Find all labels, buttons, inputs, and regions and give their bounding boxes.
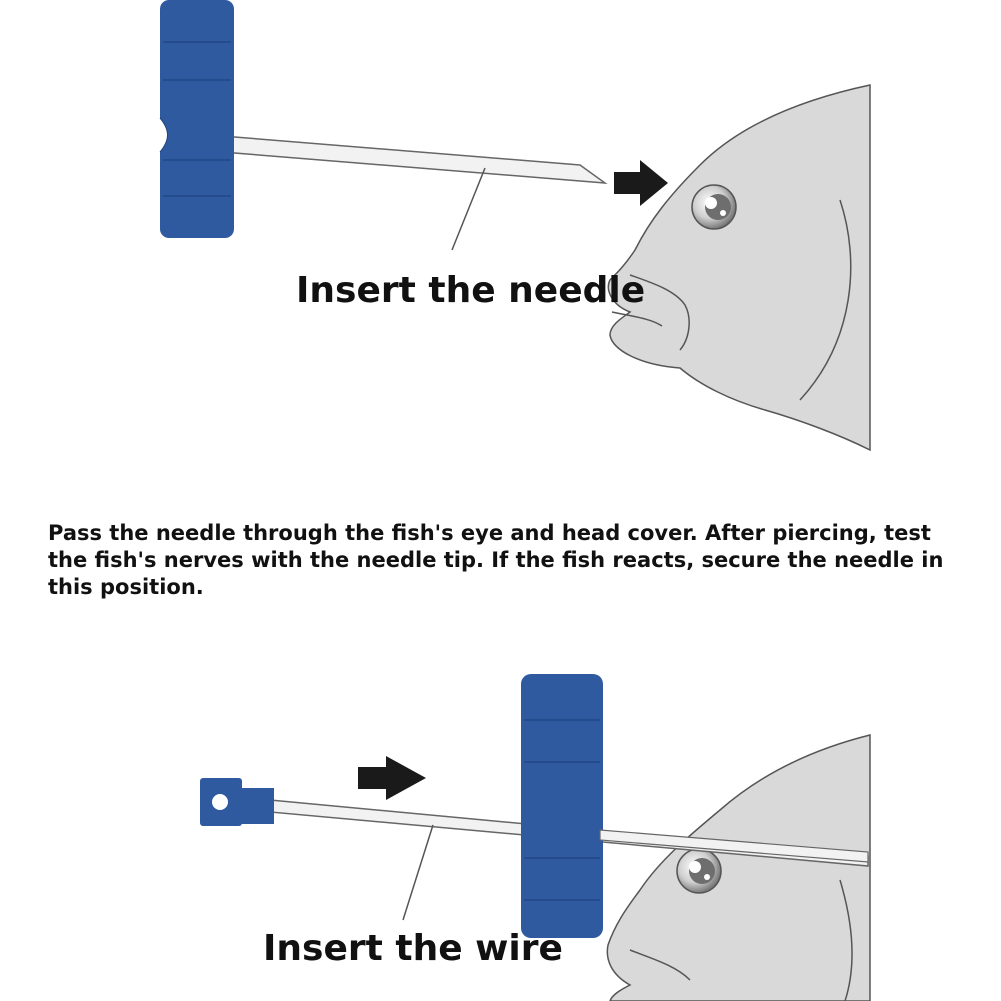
needle-handle-icon <box>521 674 869 938</box>
arrow-right-icon-2 <box>358 756 426 800</box>
fish-head-icon-2 <box>606 734 871 1001</box>
arrow-right-icon <box>614 160 668 206</box>
instructions-text: Pass the needle through the fish's eye a… <box>48 521 944 599</box>
fish-head-icon <box>607 84 871 452</box>
step1-label: Insert the needle <box>296 270 646 311</box>
step2-label: Insert the wire <box>263 928 563 969</box>
needle-icon <box>159 0 608 251</box>
